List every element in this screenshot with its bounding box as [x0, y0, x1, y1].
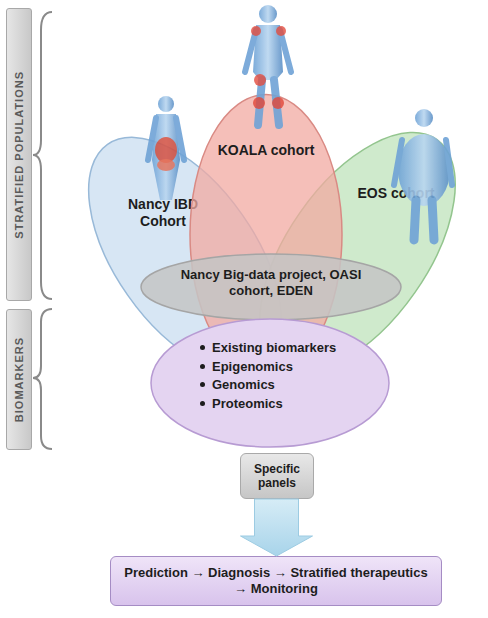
node-label: Nancy Big-data project, OASI cohort, EDE…: [160, 267, 382, 298]
node-text-area: Nancy Big-data project, OASI cohort, EDE…: [160, 267, 382, 298]
section-label-text: BIOMARKERS: [13, 337, 25, 422]
ellipse-shape: [151, 319, 389, 447]
node-text-area: EOS cohort: [346, 185, 446, 202]
bullet-text: Existing biomarkers: [212, 340, 336, 356]
box-label: Prediction → Diagnosis → Stratified ther…: [117, 565, 435, 596]
ellipse-shape: [141, 254, 401, 320]
section-label: BIOMARKERS: [6, 309, 32, 450]
node-text-area: KOALA cohort: [206, 142, 326, 159]
curly-bracket: [33, 12, 52, 299]
bullet-text: Proteomics: [212, 396, 283, 412]
process-box: Specific panels: [240, 453, 314, 499]
node-label: KOALA cohort: [206, 142, 326, 159]
bullet-text: Epigenomics: [212, 359, 293, 375]
bullet-row: Existing biomarkers: [200, 340, 370, 356]
outcome-box: Prediction → Diagnosis → Stratified ther…: [110, 556, 442, 606]
biomarker-ellipse: Existing biomarkersEpigenomicsGenomicsPr…: [150, 318, 390, 448]
node-text-area: Existing biomarkersEpigenomicsGenomicsPr…: [200, 340, 370, 414]
box-label: Specific panels: [247, 462, 307, 491]
bullet-row: Genomics: [200, 377, 370, 393]
bullet-row: Epigenomics: [200, 359, 370, 375]
shared-cohort-band: Nancy Big-data project, OASI cohort, EDE…: [140, 253, 402, 321]
bullet-dot: [200, 345, 205, 350]
block-arrow: [241, 499, 313, 556]
bullet-dot: [200, 382, 205, 387]
section-label: STRATIFIED POPULATIONS: [6, 8, 32, 301]
curly-bracket: [33, 309, 52, 449]
bullet-text: Genomics: [212, 377, 275, 393]
bullet-dot: [200, 364, 205, 369]
bullet-dot: [200, 401, 205, 406]
bullet-row: Proteomics: [200, 396, 370, 412]
section-label-text: STRATIFIED POPULATIONS: [13, 71, 25, 239]
node-label: EOS cohort: [346, 185, 446, 202]
